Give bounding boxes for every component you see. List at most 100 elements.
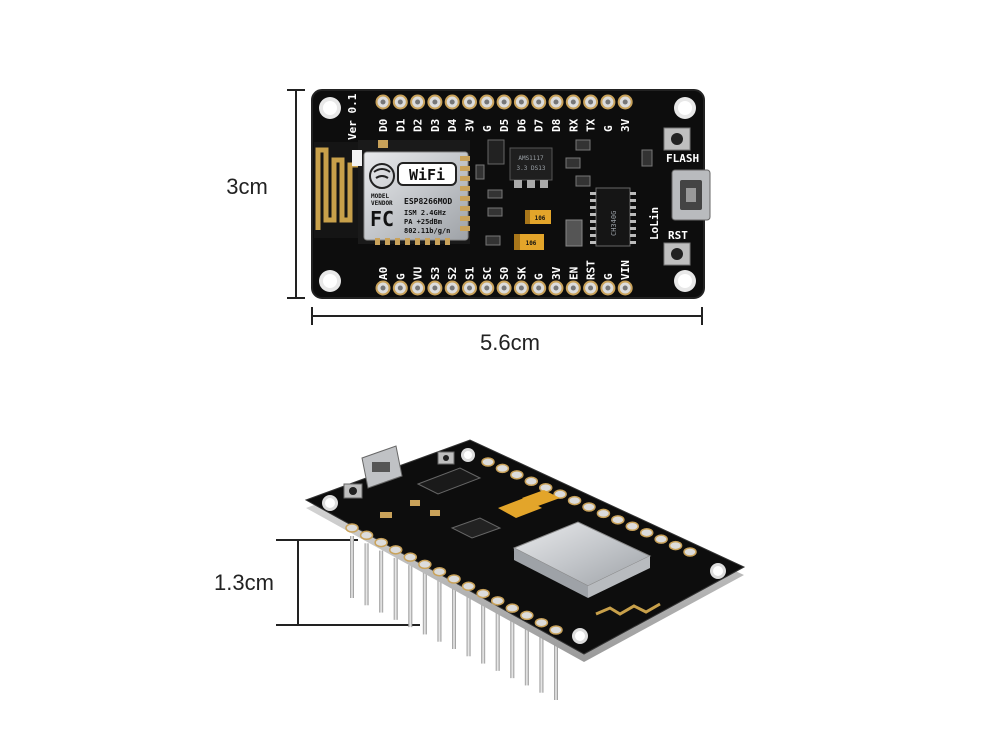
long-pin-front-5 <box>422 572 427 635</box>
module-spec-wifi: 802.11b/g/n <box>404 227 450 235</box>
pin-label-bottom-1: G <box>394 273 407 280</box>
persp-pin-a-9 <box>476 588 490 599</box>
long-pin-front-9 <box>481 601 486 664</box>
esp8266-module-perspective <box>512 521 661 616</box>
pin-label-top-4: D4 <box>446 118 459 132</box>
long-pin-front-1 <box>364 543 369 606</box>
pin-label-top-0: D0 <box>377 119 390 132</box>
usb-chip-text: CH340G <box>610 211 618 236</box>
persp-pin-a-6 <box>432 566 447 577</box>
pin-label-bottom-0: A0 <box>377 267 390 280</box>
pin-label-top-14: 3V <box>619 118 632 132</box>
module-spec-ism: ISM 2.4GHz <box>404 209 446 217</box>
persp-pin-b-5 <box>553 489 567 499</box>
version-label: Ver 0.1 <box>346 93 359 140</box>
fc-mark: FC <box>370 207 394 231</box>
persp-pin-a-8 <box>461 581 476 592</box>
flash-button[interactable] <box>663 127 691 151</box>
persp-pin-b-1 <box>495 463 510 474</box>
pin-label-top-1: D1 <box>394 118 407 132</box>
pin-label-top-9: D7 <box>533 119 546 132</box>
persp-pin-a-4 <box>403 552 418 562</box>
smd-components-perspective <box>343 445 560 539</box>
long-pin-front-6 <box>437 579 442 642</box>
persp-pin-b-9 <box>611 515 625 525</box>
long-pin-front-10 <box>495 608 500 671</box>
pin-label-bottom-11: EN <box>567 267 580 280</box>
long-pin-front-8 <box>466 594 471 657</box>
wifi-logo-text: WiFi <box>409 166 445 184</box>
pin-label-top-2: D2 <box>412 119 425 132</box>
pin-label-bottom-7: S0 <box>498 267 511 280</box>
board-perspective-view <box>304 439 746 700</box>
height-label: 3cm <box>226 174 268 199</box>
thickness-label: 1.3cm <box>214 570 274 595</box>
capacitor-label-2: 106 <box>526 240 537 247</box>
long-pin-front-2 <box>379 550 384 613</box>
pin-label-bottom-6: SC <box>481 267 494 280</box>
persp-pin-a-12 <box>520 610 534 621</box>
mounting-holes <box>319 97 696 292</box>
usb-serial-chip: CH340G <box>590 187 636 247</box>
long-pin-front-12 <box>524 623 529 686</box>
rst-button-label: RST <box>668 229 688 242</box>
dimension-width: 5.6cm <box>311 307 703 355</box>
header-pins-row-a <box>345 523 563 635</box>
pin-label-top-8: D6 <box>515 118 528 132</box>
persp-pin-a-13 <box>534 617 549 628</box>
persp-pin-a-10 <box>490 596 505 606</box>
header-pins-bottom <box>375 280 633 296</box>
persp-pin-a-14 <box>549 625 563 635</box>
persp-pin-b-11 <box>639 527 654 538</box>
voltage-regulator: AMS1117 3.3 DS13 <box>509 147 553 188</box>
header-pins-front <box>350 536 558 700</box>
pin-label-top-6: G <box>481 125 494 132</box>
header-pins-row-b <box>481 457 697 557</box>
regulator-text-1: AMS1117 <box>518 155 544 162</box>
persp-pin-b-0 <box>481 457 495 467</box>
header-pins-top <box>375 94 633 110</box>
pin-label-top-5: 3V <box>464 118 477 132</box>
long-pin-front-4 <box>408 565 413 628</box>
width-label: 5.6cm <box>480 330 540 355</box>
long-pin-front-11 <box>510 616 515 679</box>
long-pin-front-14 <box>554 638 558 700</box>
module-vendor-label: VENDOR <box>371 200 393 207</box>
persp-pin-a-3 <box>388 545 403 555</box>
pin-label-top-10: D8 <box>550 119 563 132</box>
pin-label-bottom-9: G <box>533 273 546 280</box>
esp8266-module: WiFi MODEL VENDOR ESP8266MOD FC ISM 2.4G… <box>358 140 470 245</box>
tantalum-capacitors: 106 106 <box>514 210 551 250</box>
pin-label-bottom-4: S2 <box>446 267 459 280</box>
smd-components <box>352 139 653 247</box>
pin-label-bottom-10: 3V <box>550 266 563 280</box>
rst-button[interactable] <box>663 242 691 266</box>
persp-pin-a-1 <box>359 530 374 541</box>
persp-pin-a-7 <box>447 574 461 584</box>
flash-button-label: FLASH <box>666 152 699 165</box>
pin-label-top-13: G <box>602 125 615 132</box>
dimension-height: 3cm <box>226 89 305 299</box>
brand-label: LoLin <box>648 207 661 240</box>
long-pin-front-13 <box>539 630 544 693</box>
wifi-logo-icon <box>397 162 457 186</box>
persp-pin-a-5 <box>418 559 432 570</box>
persp-pin-a-0 <box>345 523 359 533</box>
pin-label-bottom-13: G <box>602 273 615 280</box>
pin-label-bottom-14: VIN <box>619 260 632 280</box>
long-pin-front-3 <box>393 557 398 620</box>
pin-label-bottom-8: SK <box>515 266 528 280</box>
persp-pin-b-14 <box>683 547 697 557</box>
module-name: ESP8266MOD <box>404 197 452 206</box>
persp-pin-b-13 <box>668 540 683 551</box>
long-pin-front-7 <box>452 587 456 649</box>
persp-pin-b-7 <box>582 502 596 512</box>
micro-usb-port[interactable] <box>671 169 711 221</box>
pin-label-bottom-3: S3 <box>429 267 442 280</box>
pin-label-bottom-2: VU <box>412 266 425 280</box>
persp-pin-b-4 <box>538 482 553 493</box>
